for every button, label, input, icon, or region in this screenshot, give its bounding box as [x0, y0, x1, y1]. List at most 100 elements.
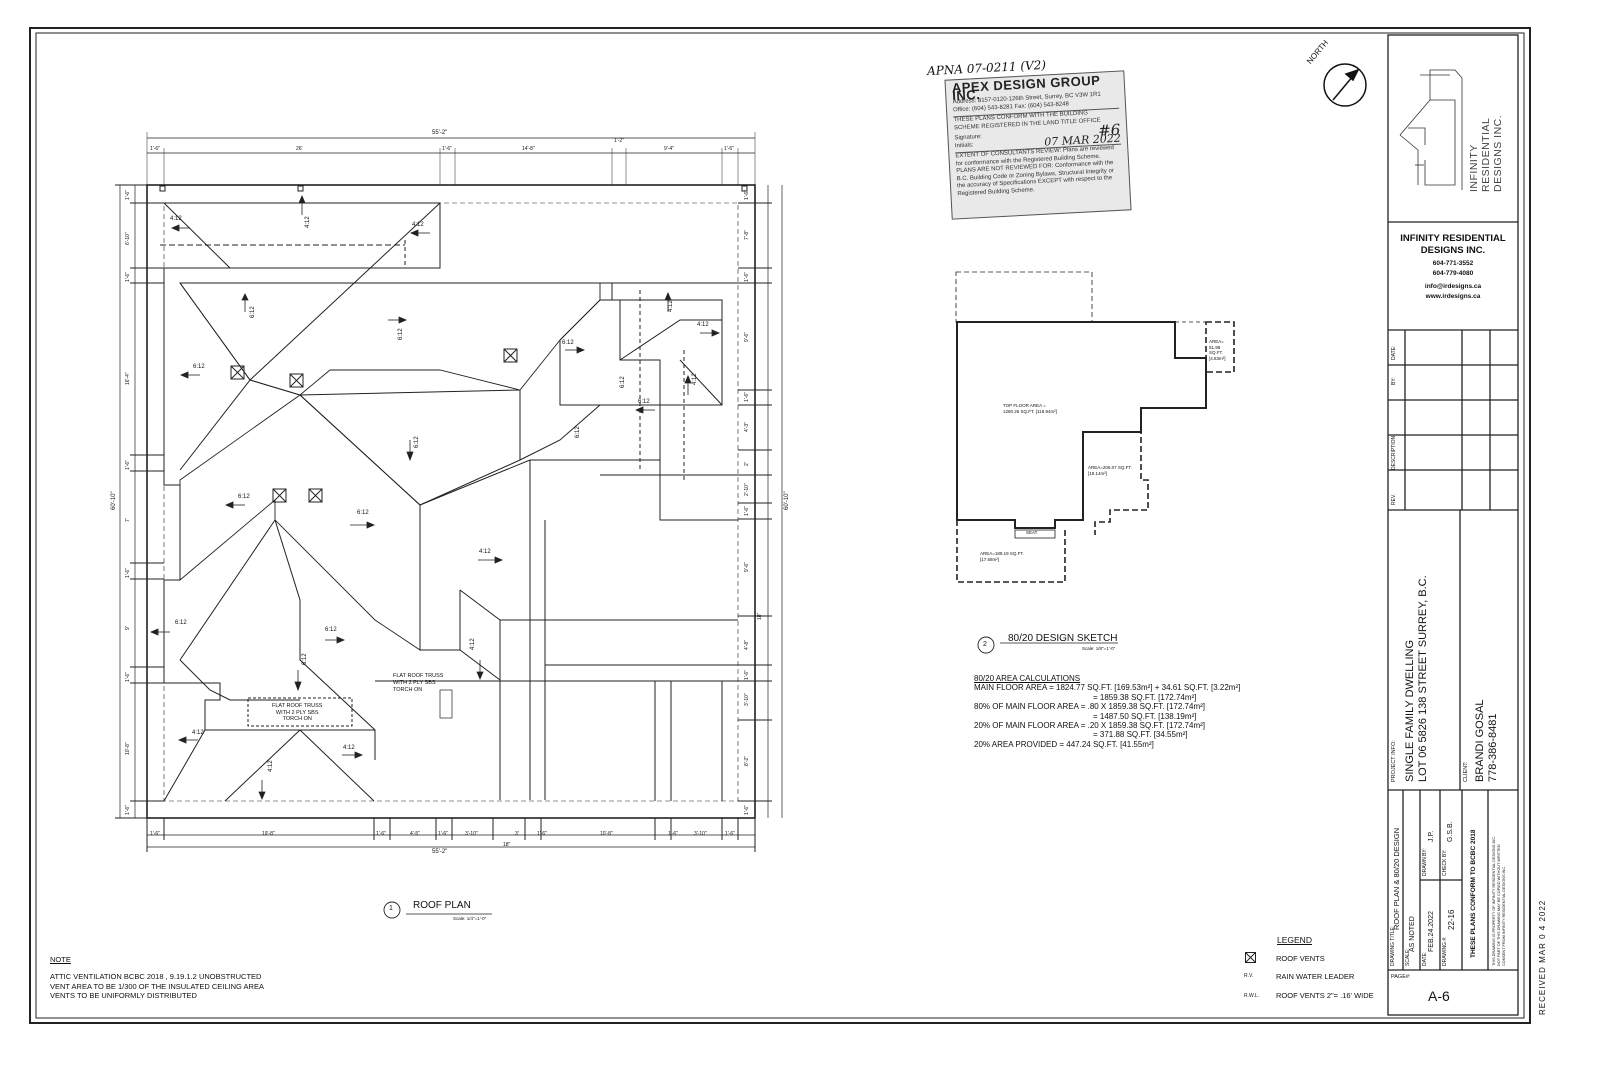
dim-label: 4'-5" [410, 831, 420, 837]
received-stamp: RECEIVED MAR 0 4 2022 [1538, 899, 1547, 1015]
dim-label: 1'-6" [744, 392, 750, 402]
calc-line: = 1487.50 SQ.FT. [138.19m²] [1093, 711, 1197, 721]
sketch-title: 80/20 DESIGN SKETCH [1008, 633, 1118, 644]
client-name: BRANDI GOSAL [1474, 699, 1486, 782]
dim-label: 1'-6" [744, 506, 750, 516]
dim-label: 9'-6" [744, 332, 750, 342]
dim-label: 3'-10" [465, 831, 478, 837]
dim-label: 1'-6" [376, 831, 386, 837]
stamp-review: EXTENT OF CONSULTANTS REVIEW: Plans are … [955, 143, 1124, 199]
note-line: TORCH ON [282, 716, 312, 722]
calc-line: = 371.88 SQ.FT. [34.55m²] [1093, 730, 1188, 740]
company-name-1: INFINITY RESIDENTIAL [1400, 233, 1506, 244]
company-contact: INFINITY RESIDENTIAL DESIGNS INC. 604-77… [1390, 233, 1516, 302]
dim-label: 9'-4" [664, 146, 674, 152]
company-email: info@irdesigns.ca [1424, 283, 1482, 290]
area-line: SQ.FT. [1209, 350, 1224, 355]
note-line: WITH 2 PLY SBS [393, 680, 436, 686]
slope-label: 4:12 [343, 745, 355, 751]
drawing-number-label: DRAWING #: [1442, 936, 1448, 966]
slope-label: 6:12 [575, 426, 581, 438]
client-phone: 778-386-8481 [1487, 713, 1499, 782]
note-heading: NOTE [50, 955, 71, 964]
roof-vent-icon [1244, 950, 1257, 964]
company-name-2: DESIGNS INC. [1420, 245, 1486, 256]
title-block-frame [1387, 34, 1519, 1016]
roof-plan-callout-circle [383, 901, 401, 919]
dim-label: 16'-4" [125, 372, 131, 385]
top-floor-area: TOP FLOOR AREA = 1280.26 SQ.FT. [118.94m… [1003, 403, 1057, 415]
logo-line: INFINITY [1468, 144, 1480, 192]
dim-label: 1'-6" [125, 190, 131, 200]
sketch-scale: Scale: 1/8"=1'-0" [1082, 646, 1116, 651]
note-line: ATTIC VENTILATION BCBC 2018 , 9.19.1.2 U… [50, 972, 262, 981]
note-line: TORCH ON [393, 687, 423, 693]
legend-item-label: RAIN WATER LEADER [1276, 972, 1355, 981]
dim-label: 3'-10" [694, 831, 707, 837]
check-by-label: CHECK BY: [1442, 849, 1448, 876]
dim-label: 9' [125, 626, 131, 630]
slope-label: 6:12 [620, 376, 626, 388]
dim-label: 1'-6" [150, 146, 160, 152]
slope-label: 6:12 [302, 653, 308, 665]
roof-plan-scale: Scale: 1/4"=1'-0" [453, 916, 487, 921]
dim-label: 14'-8" [522, 146, 535, 152]
dim-label: 1'-6" [725, 831, 735, 837]
dim-label: 9'-6" [744, 562, 750, 572]
area-line: AREA=189.19 SQ.FT. [980, 551, 1024, 556]
calc-line: 80% OF MAIN FLOOR AREA = .80 X 1859.38 S… [974, 702, 1205, 712]
drawing-title-label: DRAWING TITLE: [1390, 925, 1396, 966]
stamp-date: 07 MAR 2022 [1044, 131, 1122, 149]
dim-label: 4'-8" [744, 640, 750, 650]
outer-border [29, 27, 1531, 1024]
slope-label: 6:12 [562, 340, 574, 346]
area-line: AREA=206.07 SQ.FT. [1088, 465, 1132, 470]
dim-label: 1'-6" [438, 831, 448, 837]
slope-label: 4:12 [412, 222, 424, 228]
slope-arrows [149, 194, 721, 801]
drawn-by: J.P. [1428, 830, 1435, 842]
area-line: [4.83m²] [1209, 355, 1226, 361]
dim-label: 7'-8" [744, 230, 750, 240]
client-label: CLIENT: [1463, 761, 1469, 782]
client-info: BRANDI GOSAL 778-386-8481 [1474, 699, 1500, 782]
logo-line: DESIGNS INC. [1492, 114, 1504, 192]
note-text: ATTIC VENTILATION BCBC 2018 , 9.19.1.2 U… [50, 972, 264, 1001]
roof-plan-number: 1 [389, 905, 393, 912]
flat-roof-note-right: FLAT ROOF TRUSS WITH 2 PLY SBS TORCH ON [393, 673, 443, 694]
design-sketch-drawing [955, 271, 1235, 654]
area-line: [19.14m²] [1088, 471, 1108, 476]
date-value: FEB.24.2022 [1428, 911, 1435, 952]
slope-label: 6:12 [238, 494, 250, 500]
roof-plan-title: ROOF PLAN [413, 900, 471, 911]
dim-label: 4'-3" [744, 422, 750, 432]
legend-item-symbol: R.V. [1244, 973, 1254, 979]
area-calculations: 80/20 AREA CALCULATIONS MAIN FLOOR AREA … [974, 674, 1240, 749]
dim-label: 3' [515, 831, 519, 837]
check-by: G.S.B. [1447, 821, 1454, 842]
dim-label: 10'-8" [600, 831, 613, 837]
area-line: [17.58m²] [980, 557, 1000, 562]
slope-label: 4:12 [668, 300, 674, 312]
dim-label: 18" [757, 612, 763, 620]
company-logo [1399, 69, 1463, 190]
dim-label: 18" [503, 842, 511, 848]
dim-label: 2'-10" [744, 483, 750, 496]
copyright-notice: THIS DRAWING IS PROPERTY OF INFINITY RES… [1492, 836, 1507, 966]
dim-total-bottom: 55'-2" [432, 849, 448, 855]
page-label: PAGE#: [1391, 974, 1411, 980]
dim-label: 1'-6" [125, 672, 131, 682]
dim-total-left: 60'-10" [111, 491, 117, 510]
legend-item-symbol: R.W.L. [1244, 993, 1260, 999]
project-info-label: PROJECT INFO: [1391, 740, 1397, 782]
roof-vent-symbols [159, 185, 748, 503]
calc-heading: 80/20 AREA CALCULATIONS [974, 674, 1081, 683]
note-line: FLAT ROOF TRUSS [272, 703, 323, 709]
dim-label: 1'-6" [744, 670, 750, 680]
stamp-initials-label: Initials: [954, 141, 974, 149]
slope-label: 4:12 [192, 730, 204, 736]
dim-label: 1'-6" [150, 831, 160, 837]
drawing-number: 22-16 [1447, 909, 1456, 930]
dim-label: 1'-6" [125, 460, 131, 470]
description-label: DESCRIPTION [1391, 435, 1397, 470]
